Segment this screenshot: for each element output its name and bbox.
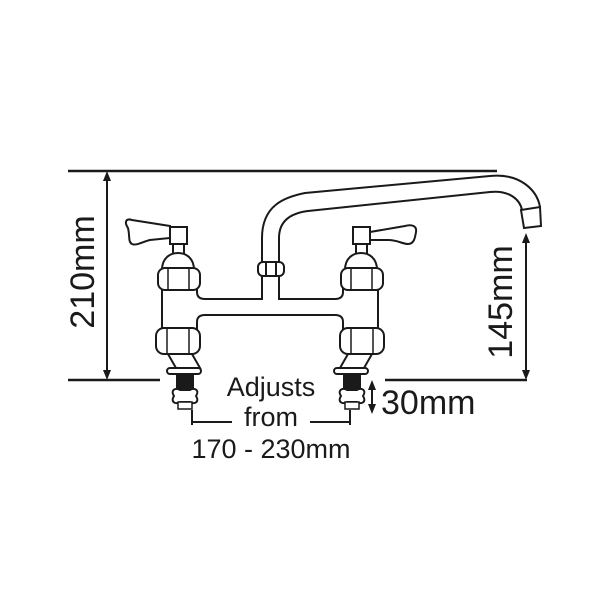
tap-body-bridge xyxy=(161,276,379,330)
bridge-lower xyxy=(196,314,344,330)
shank-length-label: 30mm xyxy=(381,384,475,422)
left-backnut xyxy=(171,387,199,405)
bridge-upper-left xyxy=(196,276,263,300)
right-threaded-shank xyxy=(343,374,361,389)
left-tail-fittings xyxy=(171,374,199,410)
right-lower-nut xyxy=(339,327,385,355)
centres-label-line3: 170 - 230mm xyxy=(191,434,350,464)
spout-outer-edge xyxy=(261,174,541,262)
swivel-spout xyxy=(257,174,543,277)
right-valve xyxy=(333,224,418,375)
overall-height-label: 210mm xyxy=(64,215,102,328)
right-angled-shank xyxy=(338,353,374,369)
spout-nut xyxy=(257,261,285,277)
left-angled-shank xyxy=(166,353,202,369)
right-backnut xyxy=(338,387,366,405)
left-lever-handle xyxy=(124,218,171,246)
right-tail xyxy=(344,401,360,410)
left-handle-cap xyxy=(169,226,188,245)
spout-outlet xyxy=(519,205,543,230)
centres-label-line2: from xyxy=(244,402,298,432)
right-upper-nut xyxy=(340,267,384,291)
right-bonnet xyxy=(343,251,379,271)
left-threaded-shank xyxy=(176,374,194,389)
right-flange xyxy=(333,367,369,375)
right-tail-fittings xyxy=(338,374,366,410)
reference-lines xyxy=(68,169,527,382)
dimension-arrows xyxy=(103,171,530,425)
left-tail xyxy=(177,401,193,410)
left-flange xyxy=(166,367,202,375)
right-handle-cap xyxy=(352,226,371,245)
bridge-upper-right xyxy=(278,276,344,300)
left-valve xyxy=(124,218,202,375)
spout-inner-edge xyxy=(278,190,523,262)
right-lever-handle xyxy=(369,224,418,246)
left-bonnet xyxy=(160,251,196,271)
centres-label-line1: Adjusts xyxy=(227,372,316,402)
left-lower-nut xyxy=(155,327,201,355)
spout-height-label: 145mm xyxy=(482,245,520,358)
left-upper-nut xyxy=(157,267,201,291)
